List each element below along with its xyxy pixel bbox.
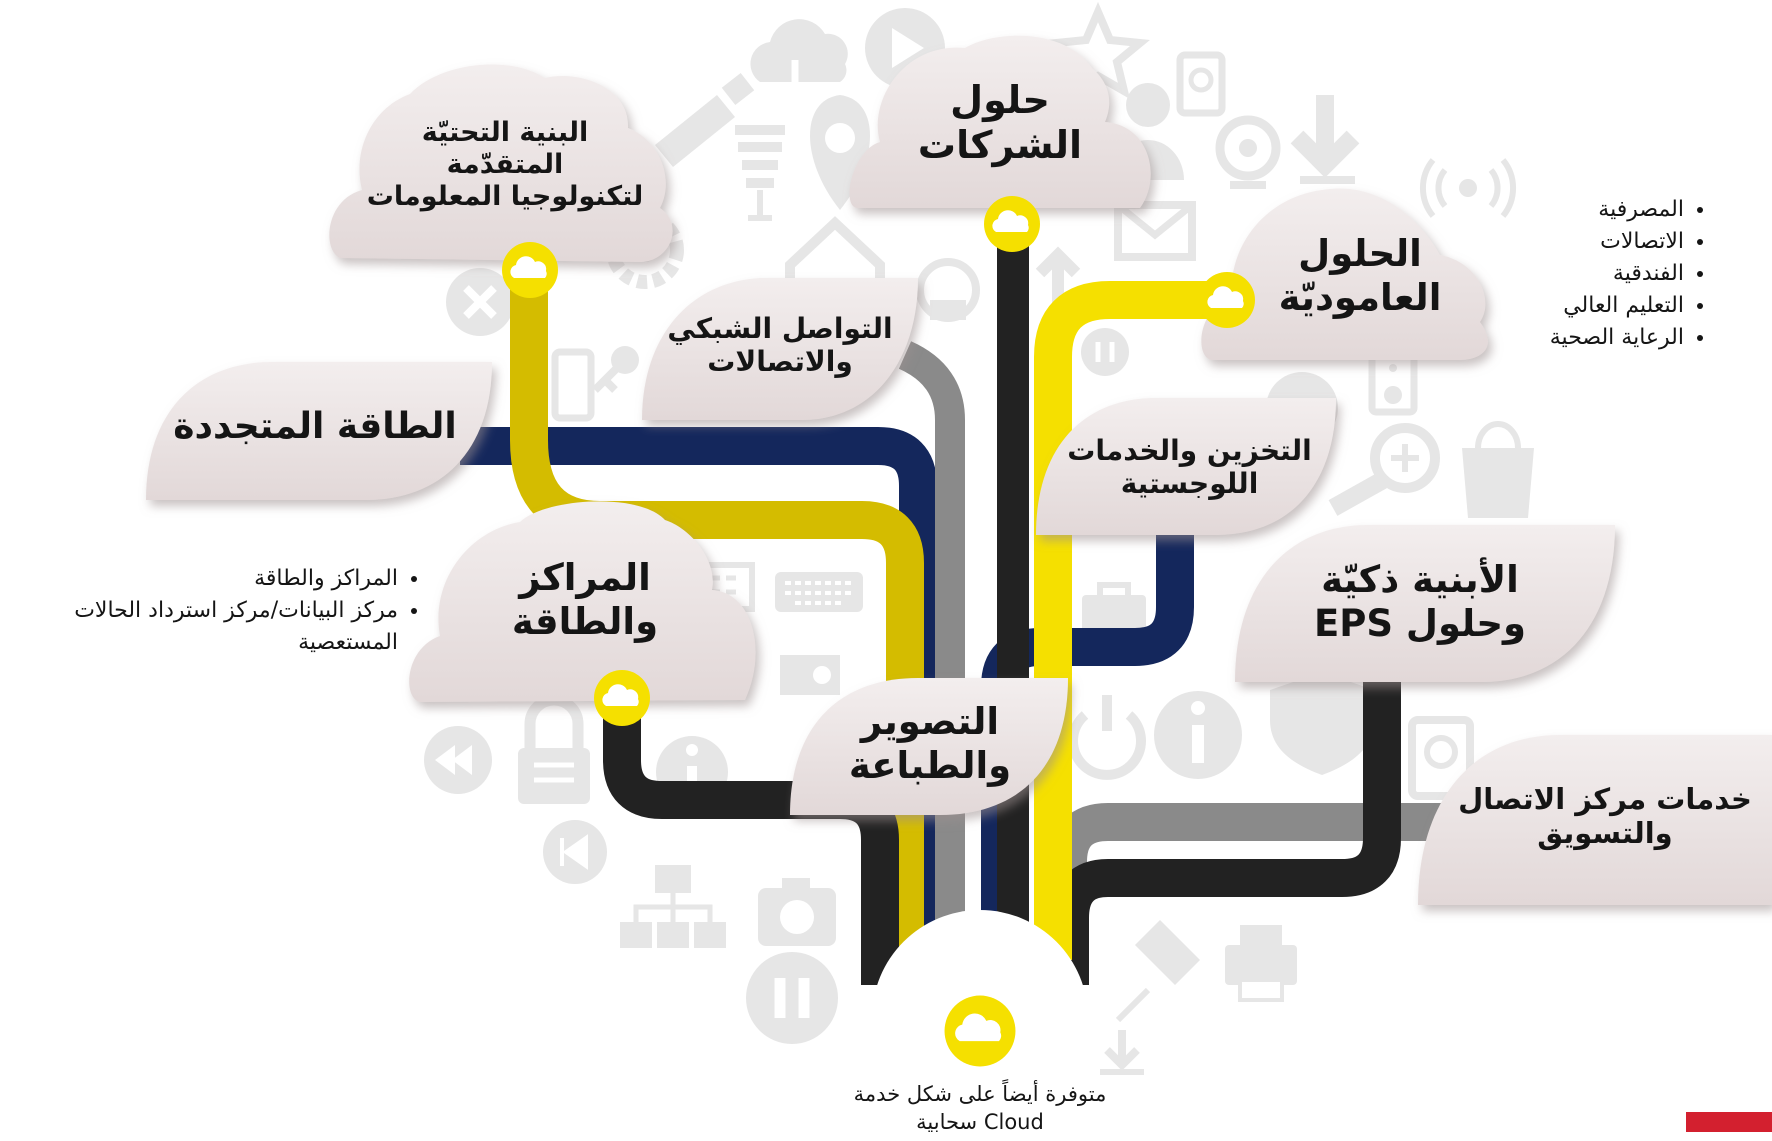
shopping-bag-icon: [1462, 421, 1534, 518]
usb-icon: [655, 72, 755, 167]
camera-icon: [758, 878, 836, 946]
cloud-corporate: [849, 35, 1151, 208]
line-smart-buildings: [1051, 655, 1401, 985]
pushpin-icon: [1115, 920, 1200, 1023]
node-renewable: الطاقة المتجددة: [173, 406, 457, 447]
list-item: التعليم العالي: [1444, 290, 1684, 322]
speaker-icon: [1368, 348, 1418, 416]
line-networking: [898, 341, 965, 960]
shield-icon: [1270, 672, 1374, 775]
pause-icon-2: [746, 952, 838, 1044]
leaf-smart-buildings: [1235, 525, 1615, 682]
cloud-centers-power: [409, 501, 756, 702]
lock-icon: [518, 694, 590, 804]
list-item: المراكز والطاقة: [8, 563, 398, 595]
phone-icon: [916, 258, 980, 322]
keyboard-icon: [775, 572, 863, 612]
cloud-download-icon: [750, 19, 848, 105]
list-item: الرعاية الصحية: [1444, 322, 1684, 354]
node-smart-buildings: الأبنية ذكيّة وحلول EPS: [1314, 558, 1526, 645]
line-centers-power: [603, 700, 899, 985]
sitemap-icon: [620, 865, 726, 948]
cloud-pin-icon: [1199, 272, 1255, 328]
list-item: الاتصالات: [1444, 226, 1684, 258]
leaf-imaging: [790, 678, 1068, 815]
connector-lines: [460, 225, 1455, 985]
rewind-icon: [424, 726, 492, 794]
download-icon: [1290, 95, 1360, 184]
list-item: مركز البيانات/مركز استرداد الحالات المست…: [8, 595, 398, 659]
node-storage: التخزين والخدمات اللوجستية: [1067, 434, 1312, 501]
vertical-list: المصرفية الاتصالات الفندقية التعليم العا…: [1444, 194, 1706, 354]
leaf-contact-center: [1418, 735, 1772, 905]
close-icon: [446, 268, 514, 336]
hard-drive-icon: [1176, 51, 1226, 117]
cloud-pin-icon: [502, 242, 558, 298]
projector-icon: [780, 627, 840, 695]
line-vertical: [1034, 281, 1232, 960]
node-networking: التواصل الشبكي والاتصالات: [667, 312, 893, 379]
info-icon: [1154, 691, 1242, 779]
cloud-note-line1: متوفرة أيضاً على شكل خدمة: [853, 1082, 1107, 1106]
cloud-note-line2: Cloud سحابية: [916, 1110, 1044, 1134]
lightbulb-icon: [735, 125, 785, 221]
node-corporate: حلول الشركات: [917, 78, 1083, 167]
printer-icon: [1225, 925, 1297, 1002]
corner-accent-bar: [1686, 1112, 1772, 1132]
upload-icon: [1035, 246, 1081, 305]
power-icon: [1068, 695, 1146, 780]
leaf-storage: [1036, 398, 1336, 535]
list-item: الفندقية: [1444, 258, 1684, 290]
cloud-vertical: [1201, 188, 1488, 360]
pause-icon: [1081, 328, 1129, 376]
skip-back-icon: [543, 820, 607, 884]
download-icon-2: [1100, 1030, 1144, 1075]
centers-list: المراكز والطاقة مركز البيانات/مركز استرد…: [8, 563, 420, 659]
line-renewable: [460, 427, 937, 960]
cloud-note: متوفرة أيضاً على شكل خدمة Cloud سحابية: [800, 1080, 1160, 1136]
node-contact-center: خدمات مركز الاتصال والتسويق: [1458, 782, 1752, 851]
key-icon: [592, 346, 639, 393]
wifi-icon: [1420, 158, 1516, 218]
node-vertical: الحلول العاموديّة: [1278, 232, 1442, 319]
cloud-pin-icon: [944, 995, 1016, 1067]
list-item: المصرفية: [1444, 194, 1684, 226]
leaf-networking: [642, 278, 918, 420]
hard-drive-icon-2: [1408, 716, 1474, 800]
node-imaging: التصوير والطباعة: [848, 700, 1012, 787]
cloud-it-infra: [329, 64, 673, 262]
leaf-renewable: [146, 362, 492, 500]
cloud-shapes: [146, 35, 1772, 905]
mobile-icon: [551, 348, 595, 422]
envelope-icon: [1114, 201, 1196, 261]
cloud-pin-icon: [984, 196, 1040, 252]
node-centers-power: المراكز والطاقة: [511, 556, 659, 643]
node-it-infra: البنية التحتيّة المتقدّمة لتكنولوجيا الم…: [366, 117, 644, 212]
magnifier-icon: [1328, 423, 1440, 516]
cloud-pin-icon: [594, 670, 650, 726]
webcam-icon: [1215, 115, 1281, 189]
